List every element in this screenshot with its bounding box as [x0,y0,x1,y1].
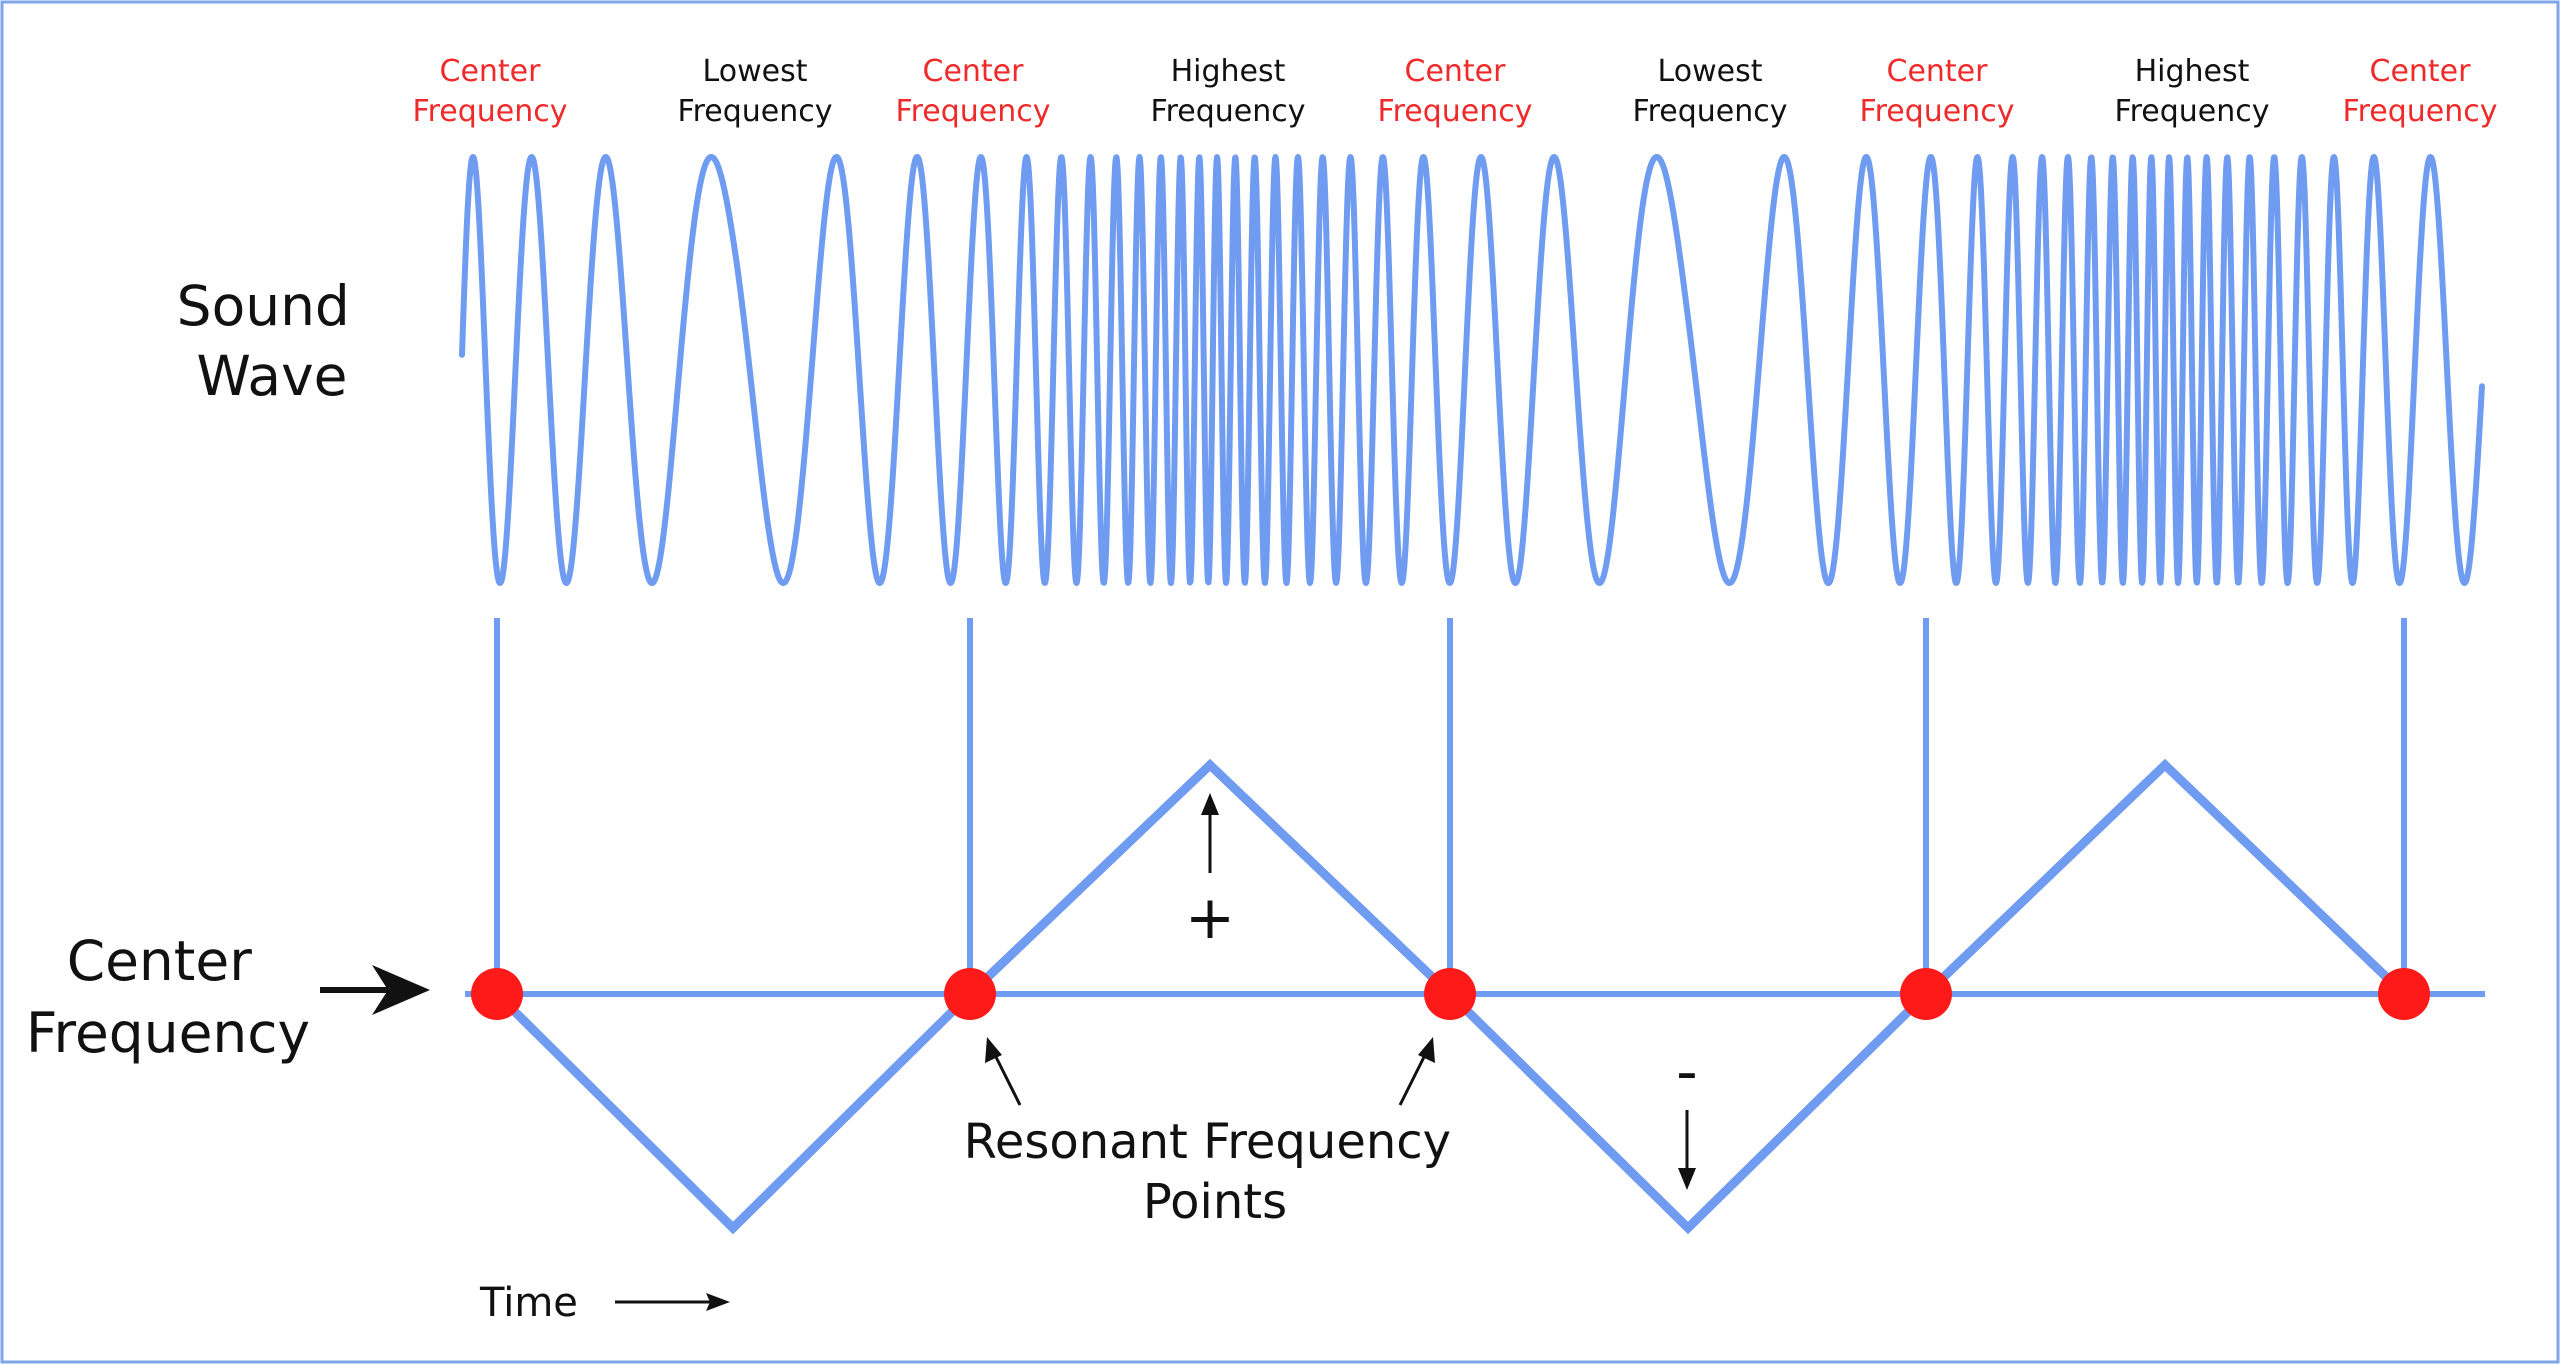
top-label-8-line-2: Frequency [2115,94,2270,129]
top-label-1-line-1: Center [440,54,542,89]
resonant-point-3 [1424,968,1476,1020]
sound-wave-label-line-2: Wave [197,344,348,408]
resonant-point-4 [1900,968,1952,1020]
down-arrow-icon [1678,1110,1696,1190]
resonant-point-1 [471,968,523,1020]
resonant-points-label-line-2: Points [1143,1174,1287,1230]
top-label-2-line-2: Frequency [678,94,833,129]
top-label-6-line-2: Frequency [1633,94,1788,129]
top-label-7-line-1: Center [1887,54,1989,89]
sound-wave-label: Sound Wave [177,274,368,408]
resonant-point-2 [944,968,996,1020]
top-label-3-line-1: Center [923,54,1025,89]
center-frequency-axis-label: Center Frequency [26,929,310,1065]
top-label-6-line-1: Lowest [1658,54,1763,89]
top-label-3-line-2: Frequency [896,94,1051,129]
sound-wave-signal [459,154,2485,586]
sound-wave-label-line-1: Sound [177,274,350,338]
top-label-1-line-2: Frequency [413,94,568,129]
resonant-point-5 [2378,968,2430,1020]
pointer-arrow-icon [1398,1037,1435,1106]
up-arrow-icon [1201,793,1219,873]
top-label-4-line-1: Highest [1171,54,1286,89]
minus-sign: - [1676,1037,1698,1107]
top-label-5-line-2: Frequency [1378,94,1533,129]
plus-sign: + [1185,883,1235,953]
vertical-connectors [494,618,2407,994]
resonant-frequency-points [471,968,2430,1020]
pointer-arrow-icon [985,1037,1022,1106]
right-arrow-icon [320,965,430,1015]
time-label: Time [479,1280,578,1326]
top-label-2-line-1: Lowest [703,54,808,89]
top-label-9-line-2: Frequency [2343,94,2498,129]
top-label-9-line-1: Center [2370,54,2472,89]
resonant-points-label-line-1: Resonant Frequency [964,1114,1451,1170]
resonant-points-label: Resonant Frequency Points [964,1114,1467,1230]
center-frequency-axis-label-line-1: Center [67,929,253,993]
center-frequency-axis-label-line-2: Frequency [26,1001,310,1065]
top-label-4-line-2: Frequency [1151,94,1306,129]
time-arrow-icon [615,1293,730,1311]
top-label-5-line-1: Center [1405,54,1507,89]
top-label-7-line-2: Frequency [1860,94,2015,129]
top-label-8-line-1: Highest [2135,54,2250,89]
